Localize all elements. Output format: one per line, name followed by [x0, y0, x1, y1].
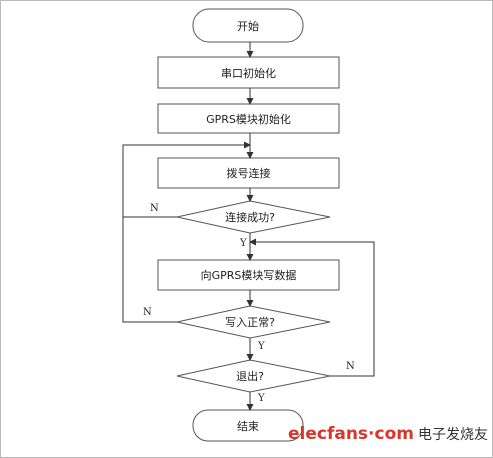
write-decision-shape [176, 305, 331, 339]
exit-decision-label: 退出? [236, 370, 264, 383]
dial-label: 拨号连接 [226, 167, 271, 180]
edge-write-no-loop [122, 217, 177, 323]
init-serial-box [157, 56, 340, 89]
write-no-label: N [143, 307, 152, 318]
write-data-label: 向GPRS模块写数据 [200, 269, 297, 282]
connect-decision-label: 连接成功? [225, 211, 275, 224]
init-gprs-label: GPRS模块初始化 [206, 112, 291, 126]
start-label: 开始 [237, 19, 259, 33]
connect-no-label: N [150, 203, 159, 214]
write-yes-label: Y [258, 341, 265, 352]
watermark-cn: 电子发烧友 [417, 427, 488, 443]
connect-yes-label: Y [240, 238, 247, 249]
edge-exit-no-loop [249, 238, 375, 377]
watermark-brand: elecfans·com [288, 424, 414, 444]
write-decision-label: 写入正常? [225, 316, 275, 329]
init-serial-label: 串口初始化 [221, 66, 276, 80]
start-terminal-shape [192, 8, 304, 43]
connect-decision-shape [176, 200, 331, 234]
dial-box [157, 157, 340, 189]
edge-connect-no-loop [122, 141, 251, 218]
exit-no-label: N [346, 361, 355, 372]
write-data-box [157, 259, 340, 291]
end-label: 结束 [237, 419, 259, 433]
exit-yes-label: Y [258, 393, 265, 404]
